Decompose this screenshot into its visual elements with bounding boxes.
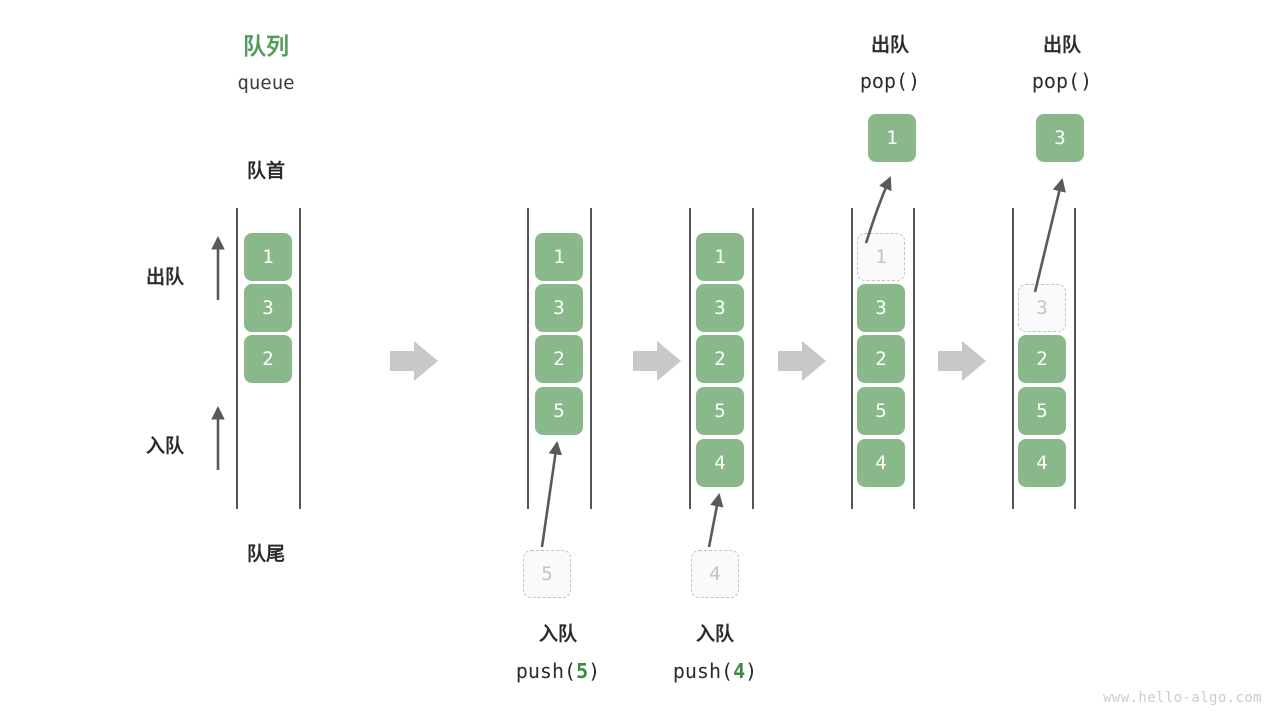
step-caption-code: pop() (810, 71, 970, 91)
queue-rail-left-col5 (1012, 208, 1014, 509)
queue-cell: 3 (696, 284, 744, 332)
enqueue-direction-label: 入队 (145, 435, 184, 457)
step-caption-code: push(5) (478, 661, 638, 681)
code-suffix: ) (745, 659, 758, 683)
queue-rail-right-col4 (913, 208, 915, 509)
incoming-cell-ghost: 4 (691, 550, 739, 598)
code-prefix: pop( (859, 69, 909, 93)
queue-rail-left-col1 (236, 208, 238, 509)
queue-cell: 2 (1018, 335, 1066, 383)
queue-rail-left-col3 (689, 208, 691, 509)
push-arrow-col2 (540, 440, 563, 548)
push-arrow-col3 (707, 493, 724, 548)
front-label: 队首 (246, 160, 285, 182)
code-suffix: ) (908, 69, 921, 93)
flow-arrow (633, 341, 681, 381)
code-suffix: ) (588, 659, 601, 683)
queue-rail-right-col2 (590, 208, 592, 509)
step-caption-code: push(4) (635, 661, 795, 681)
incoming-cell-ghost: 5 (523, 550, 571, 598)
queue-rail-right-col3 (752, 208, 754, 509)
code-suffix: ) (1080, 69, 1093, 93)
queue-cell: 2 (857, 335, 905, 383)
popped-cell: 3 (1036, 114, 1084, 162)
queue-cell: 3 (857, 284, 905, 332)
queue-rail-right-col5 (1074, 208, 1076, 509)
queue-cell: 3 (535, 284, 583, 332)
step-caption-cn: 出队 (1042, 34, 1081, 56)
flow-arrow (778, 341, 826, 381)
queue-cell: 4 (696, 439, 744, 487)
queue-rail-left-col2 (527, 208, 529, 509)
pop-arrow-col5 (1033, 178, 1066, 293)
step-caption-cn: 入队 (695, 623, 734, 645)
queue-cell-ghost: 1 (857, 233, 905, 281)
code-arg: 5 (576, 659, 589, 683)
queue-cell: 5 (696, 387, 744, 435)
code-prefix: push( (515, 659, 577, 683)
queue-cell: 5 (535, 387, 583, 435)
code-prefix: pop( (1031, 69, 1081, 93)
diagram-title-cn: 队列 (243, 34, 289, 60)
code-prefix: push( (672, 659, 734, 683)
flow-arrow (938, 341, 986, 381)
queue-cell: 1 (244, 233, 292, 281)
rear-label: 队尾 (246, 543, 285, 565)
dequeue-direction-label: 出队 (145, 266, 184, 288)
queue-cell: 1 (535, 233, 583, 281)
queue-rail-left-col4 (851, 208, 853, 509)
queue-rail-right-col1 (299, 208, 301, 509)
queue-cell: 4 (857, 439, 905, 487)
popped-cell: 1 (868, 114, 916, 162)
queue-cell: 4 (1018, 439, 1066, 487)
queue-cell-ghost: 3 (1018, 284, 1066, 332)
queue-cell: 1 (696, 233, 744, 281)
flow-arrow (390, 341, 438, 381)
queue-cell: 5 (857, 387, 905, 435)
step-caption-cn: 入队 (538, 623, 577, 645)
queue-cell: 3 (244, 284, 292, 332)
step-caption-cn: 出队 (870, 34, 909, 56)
step-caption-code: pop() (982, 71, 1142, 91)
diagram-title-en: queue (237, 72, 295, 94)
code-arg: 4 (733, 659, 746, 683)
queue-cell: 2 (696, 335, 744, 383)
queue-cell: 2 (244, 335, 292, 383)
queue-cell: 5 (1018, 387, 1066, 435)
queue-cell: 2 (535, 335, 583, 383)
watermark: www.hello-algo.com (1103, 690, 1262, 706)
